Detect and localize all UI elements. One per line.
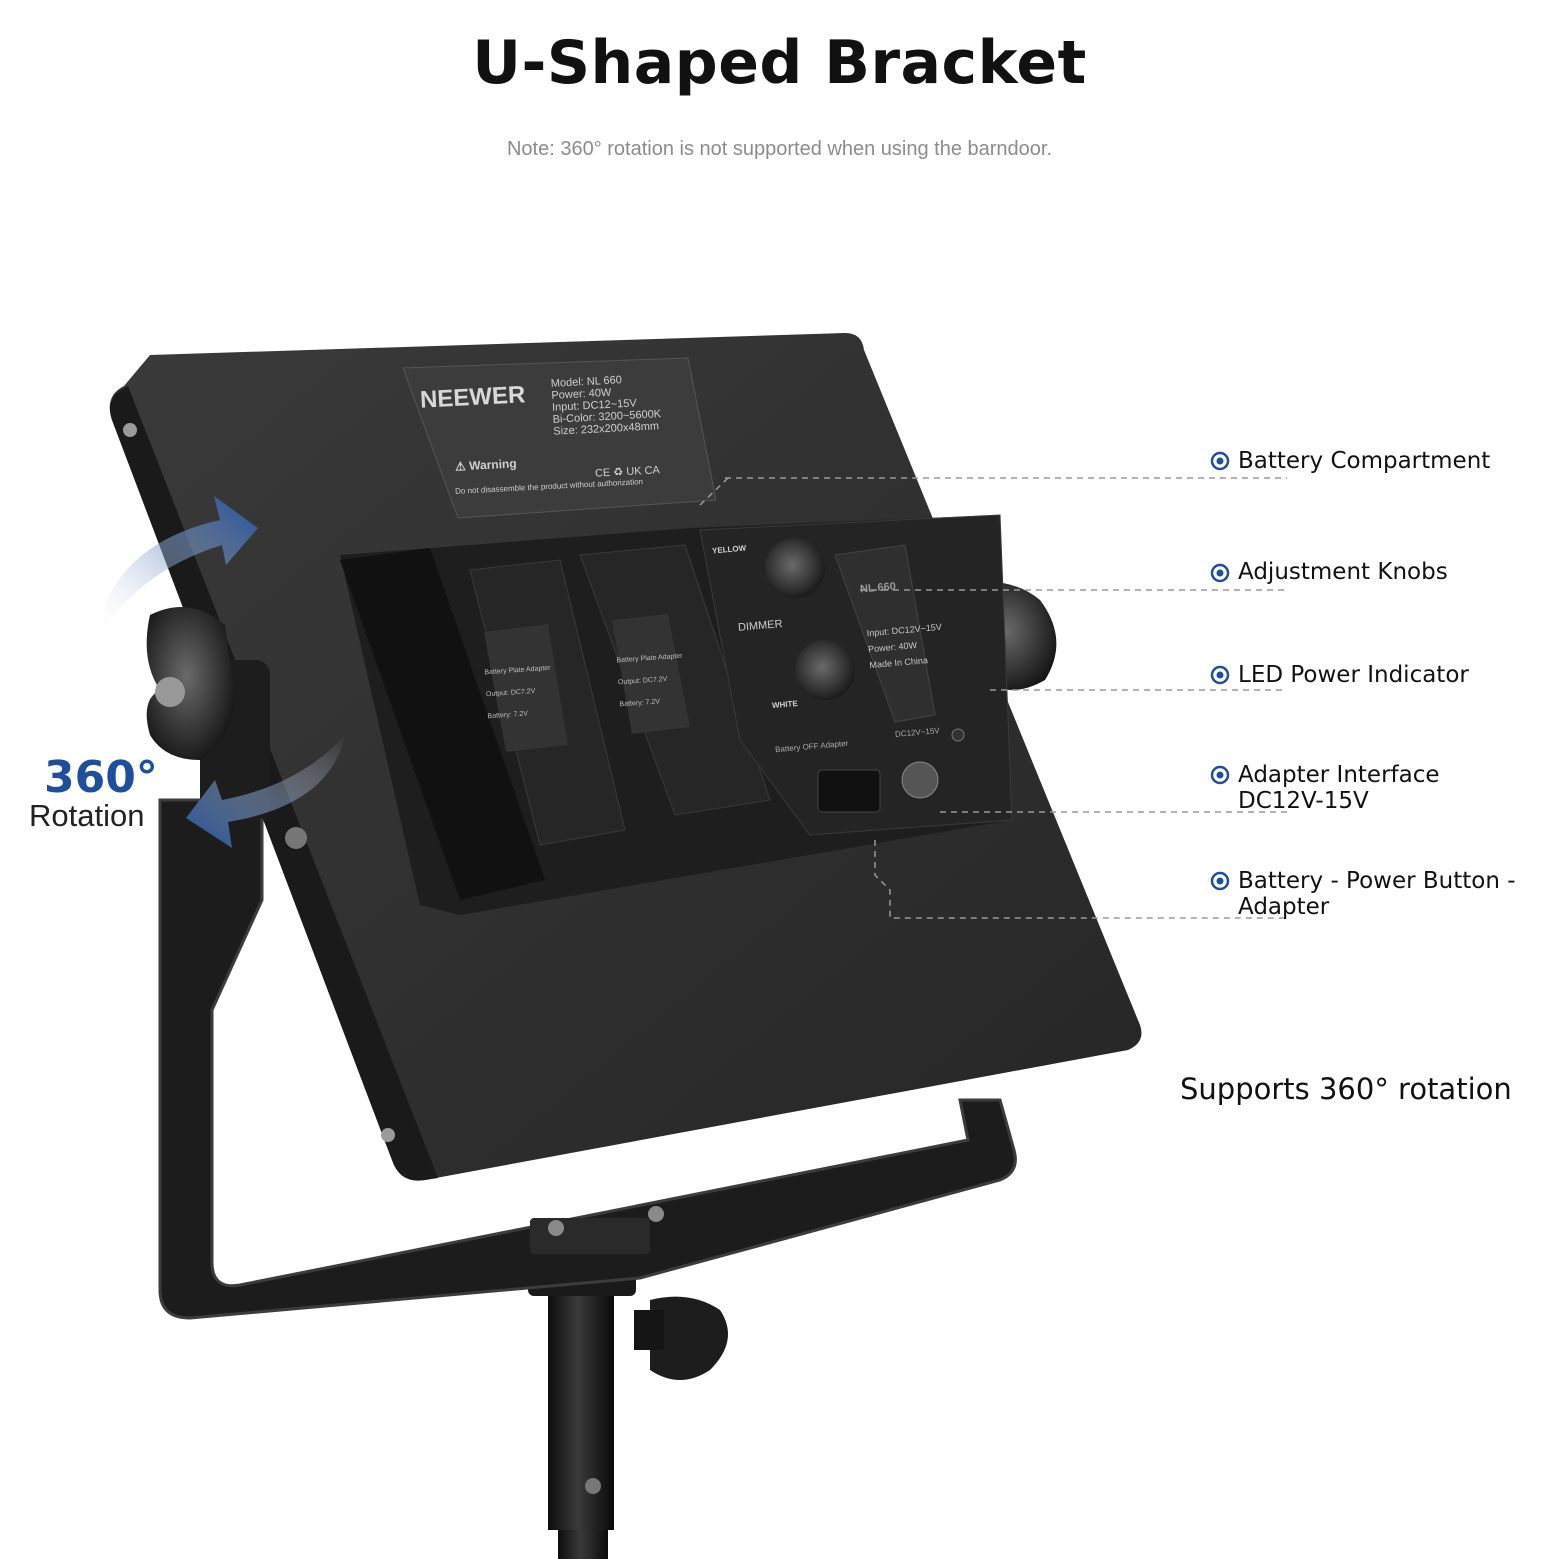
callout-battery-power-button-adapter: Battery - Power Button - Adapter — [1238, 868, 1516, 920]
callout-adapter-interface-line1: Adapter Interface — [1238, 762, 1440, 788]
callout-adjustment-knobs-text: Adjustment Knobs — [1238, 559, 1448, 585]
battery-plate-2-battery: Battery: 7.2V — [619, 698, 661, 709]
left-clamp-knob — [146, 607, 307, 849]
callout-led-power-indicator: LED Power Indicator — [1238, 662, 1469, 688]
rotation-degrees: 360° — [44, 752, 158, 803]
rotation-arrows — [95, 496, 345, 848]
callout-battery-power-button-line1: Battery - Power Button - — [1238, 868, 1516, 894]
battery-plate-2-text: Battery Plate Adapter Output: DC7.2V Bat… — [616, 646, 687, 716]
brand-logo: NEEWER — [419, 381, 526, 414]
dc-port-icon — [901, 761, 939, 799]
callout-adapter-interface: Adapter Interface DC12V-15V — [1238, 762, 1440, 814]
label-plate — [402, 357, 717, 519]
callout-led-power-indicator-text: LED Power Indicator — [1238, 662, 1469, 688]
label-warning-text: Warning — [468, 456, 517, 473]
panel-specs: Input: DC12V~15V Power: 40W Made In Chin… — [866, 619, 945, 673]
label-plate-specs: Model: NL 660 Power: 40W Input: DC12~15V… — [551, 372, 663, 438]
note-text: Note: 360° rotation is not supported whe… — [506, 138, 1053, 160]
light-stand — [528, 1248, 728, 1559]
page-title: U-Shaped Bracket — [472, 28, 1087, 98]
callout-battery-power-button-line2: Adapter — [1238, 894, 1330, 920]
callout-adjustment-knobs: Adjustment Knobs — [1238, 559, 1448, 585]
supports-rotation-text: Supports 360° rotation — [1180, 1072, 1512, 1106]
rotation-label: Rotation — [29, 798, 145, 833]
led-indicator-icon — [951, 728, 965, 742]
u-bracket — [158, 798, 1017, 1320]
white-knob-icon[interactable] — [795, 640, 855, 700]
battery-plate-1-battery: Battery: 7.2V — [487, 710, 529, 721]
callout-adapter-interface-line2: DC12V-15V — [1238, 788, 1369, 814]
power-switch[interactable] — [817, 769, 881, 813]
battery-plate-1-text: Battery Plate Adapter Output: DC7.2V Bat… — [484, 658, 555, 728]
leader-lines — [699, 477, 1287, 919]
yellow-knob-icon[interactable] — [765, 538, 825, 598]
callout-bullets — [1210, 451, 1230, 891]
callout-battery-compartment: Battery Compartment — [1238, 448, 1490, 474]
battery-plate-2-title: Battery Plate Adapter — [616, 652, 683, 665]
callout-battery-compartment-text: Battery Compartment — [1238, 448, 1491, 474]
battery-plate-1-title: Battery Plate Adapter — [484, 664, 551, 677]
